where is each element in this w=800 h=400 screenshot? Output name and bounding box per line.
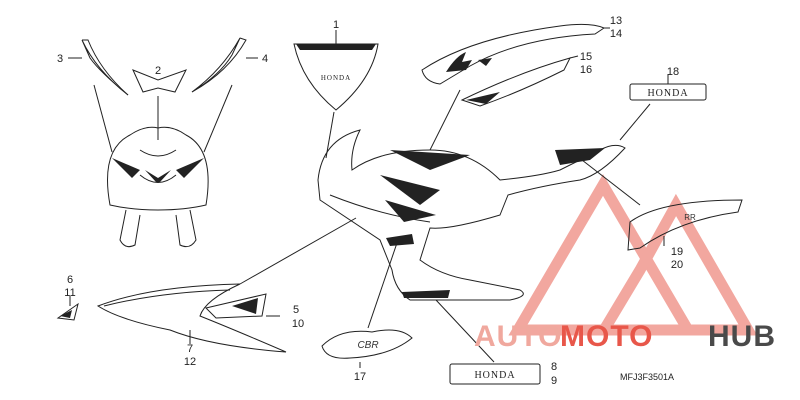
part-number-16: 16 (580, 64, 592, 76)
decal-part-8-9-label: HONDA (449, 363, 541, 385)
decal-part-5-10 (205, 293, 267, 319)
side-view-decals (380, 148, 605, 298)
part-number-6: 6 (67, 274, 73, 286)
cbr-emblem-text: CBR (357, 340, 378, 351)
part-number-11: 11 (64, 287, 75, 299)
windscreen-honda-text: HONDA (321, 74, 351, 82)
decal-part-13-14 (421, 23, 606, 85)
part-number-18: 18 (667, 66, 679, 78)
part-number-19: 19 (671, 246, 683, 258)
diagram-code: MFJ3F3501A (620, 372, 674, 382)
tail-decal-rr-text: RR (684, 213, 696, 222)
part-number-12: 12 (184, 356, 196, 368)
decal-part-4 (191, 37, 247, 93)
watermark-text-moto: MOTO (560, 320, 653, 353)
watermark-brand-text: AUTO MOTO HUB (474, 320, 776, 353)
honda-wing-icon (446, 52, 472, 72)
part-number-5: 5 (293, 304, 299, 316)
decal-part-6-11 (56, 302, 79, 321)
part-number-10: 10 (292, 318, 304, 330)
decal-part-2 (132, 69, 188, 93)
part-number-13: 13 (610, 15, 622, 27)
part-number-17: 17 (354, 371, 366, 383)
decal-part-1-windscreen: HONDA (293, 43, 379, 111)
decal-part-19-20: RR (627, 199, 743, 251)
watermark-triangle-logo (508, 174, 758, 336)
decal-part-17-cbr-emblem: CBR (321, 329, 413, 359)
watermark-text-auto: AUTO (474, 320, 562, 353)
part-number-9: 9 (551, 375, 557, 387)
part-number-1: 1 (333, 19, 339, 31)
watermark-text-hub: HUB (708, 320, 776, 353)
part-number-20: 20 (671, 259, 683, 271)
label-8-text: HONDA (474, 370, 515, 381)
part-number-3: 3 (57, 53, 63, 65)
part-number-14: 14 (610, 28, 622, 40)
part-number-7: 7 (187, 343, 193, 355)
front-fairing-view (107, 126, 209, 248)
front-fairing-decal-marks (112, 158, 204, 182)
part-number-15: 15 (580, 51, 592, 63)
part-number-8: 8 (551, 361, 557, 373)
part-number-4: 4 (262, 53, 268, 65)
decal-part-7-12 (96, 283, 287, 353)
decal-part-18-badge: HONDA (629, 83, 707, 101)
decal-part-15-16 (460, 57, 571, 107)
part-number-2: 2 (155, 65, 161, 77)
badge-18-text: HONDA (647, 88, 688, 99)
side-view-body (317, 129, 626, 301)
part-number-labels: 1 2 3 4 5 10 6 11 7 12 8 9 13 14 15 16 1… (57, 15, 683, 387)
decal-part-3 (81, 39, 129, 96)
